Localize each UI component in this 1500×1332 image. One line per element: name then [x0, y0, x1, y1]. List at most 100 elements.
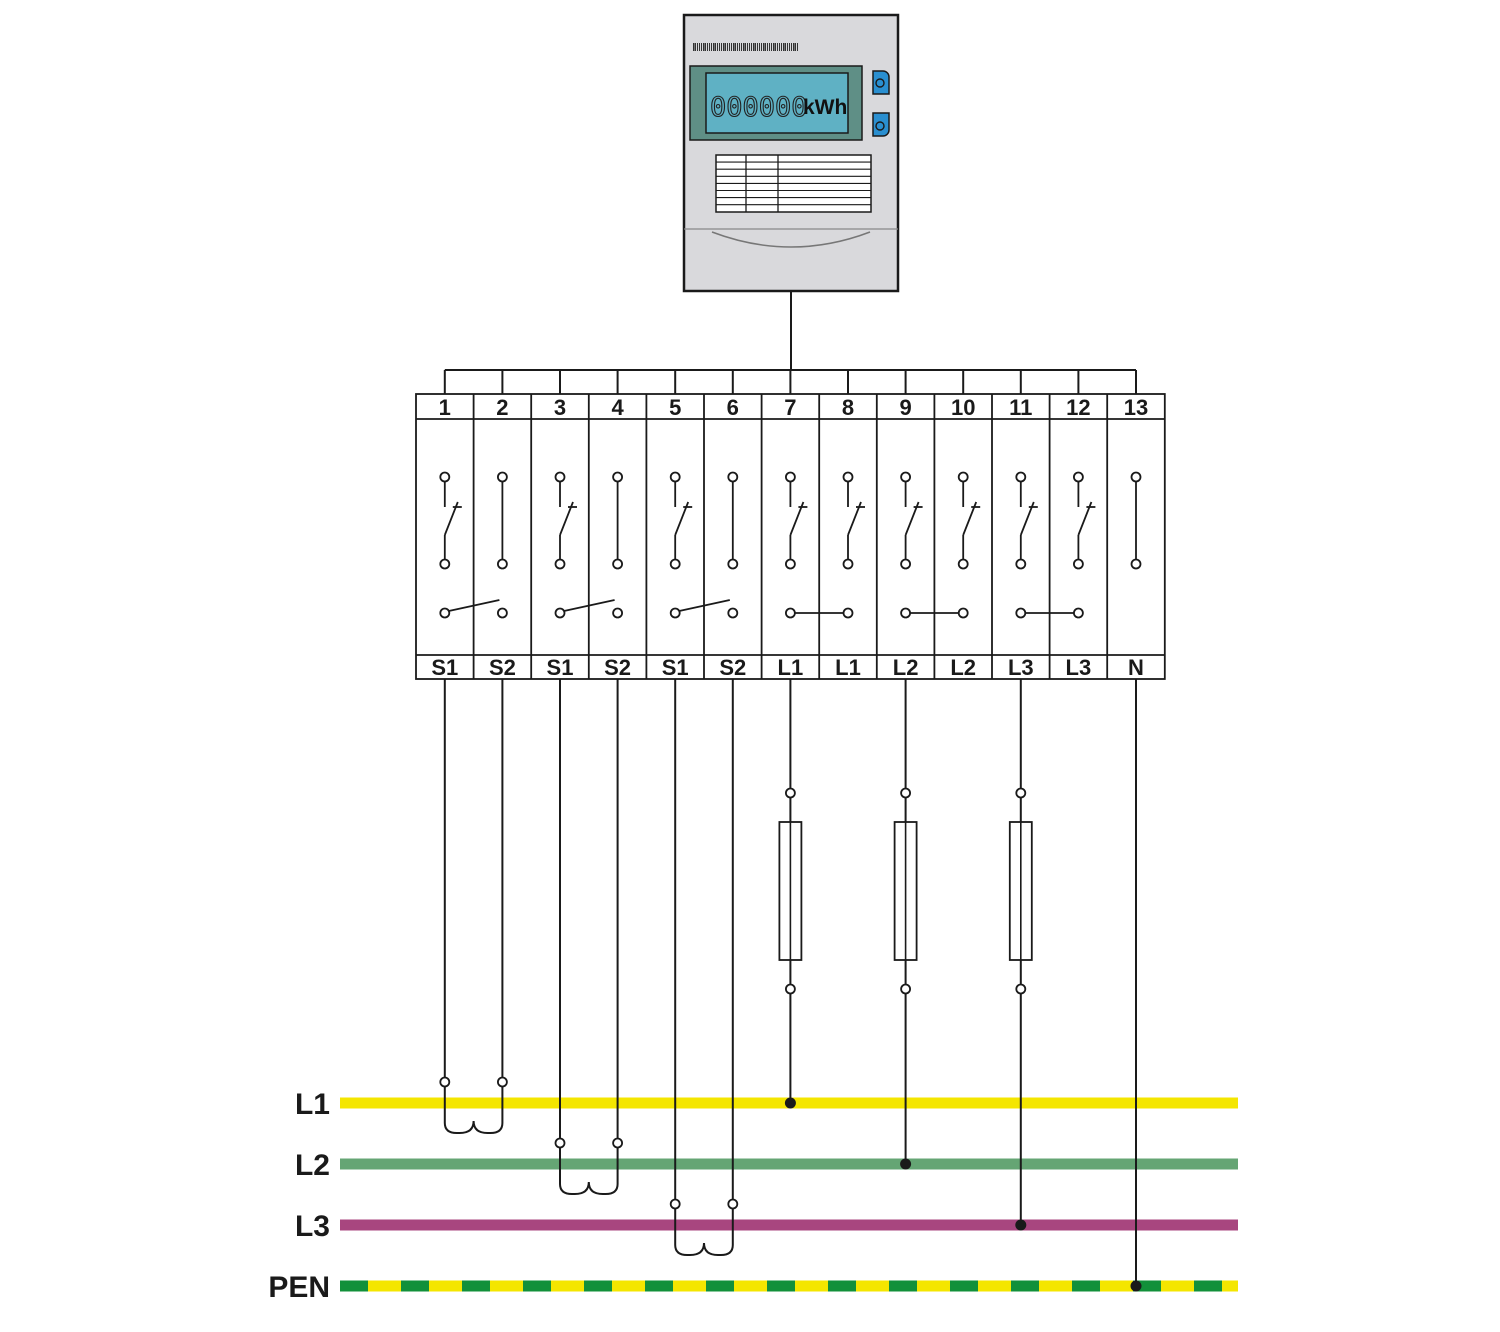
test-contact-left — [439, 607, 451, 619]
barcode-bar — [787, 43, 788, 51]
bus-label: PEN — [268, 1271, 330, 1304]
ct-winding — [674, 1208, 734, 1256]
test-contact-right — [612, 607, 623, 619]
ct-winding — [443, 1086, 504, 1134]
barcode-bar — [731, 43, 732, 51]
barcode-bar — [741, 43, 742, 51]
barcode-bar — [775, 43, 776, 51]
terminal-number: 7 — [784, 395, 796, 420]
contact-top — [439, 471, 451, 483]
contact-top — [1073, 471, 1084, 483]
barcode-bar — [693, 43, 695, 51]
terminal-8: 8L1 — [818, 370, 865, 680]
fuse-terminal-top — [785, 787, 796, 799]
contact-bottom — [900, 558, 911, 570]
contact-bottom — [554, 558, 566, 570]
barcode-bar — [767, 43, 768, 51]
barcode-bar — [719, 43, 720, 51]
barcode-bar — [763, 43, 765, 51]
bus-stripe — [889, 1280, 917, 1292]
barcode-bar — [757, 43, 758, 51]
contact-bottom — [957, 558, 969, 570]
terminal-2: 2S2 — [472, 370, 516, 680]
terminal-number: 8 — [842, 395, 854, 420]
through-connection-symbol — [727, 471, 739, 570]
barcode-bar — [707, 43, 708, 51]
bus-stripe — [584, 1280, 612, 1292]
barcode-bar — [783, 43, 785, 51]
bus-bar — [340, 1158, 1238, 1170]
barcode-bar — [777, 43, 778, 51]
contact-top — [554, 471, 566, 483]
terminal-label: S2 — [489, 655, 516, 680]
terminal-number: 4 — [611, 395, 624, 420]
ct-terminal-s1 — [439, 1076, 451, 1088]
barcode-bar — [781, 43, 782, 51]
terminal-label: L1 — [778, 655, 804, 680]
test-contact-left — [669, 607, 681, 619]
terminal-4: 4S2 — [587, 370, 631, 680]
terminal-label: S1 — [662, 655, 689, 680]
terminal-number: 13 — [1124, 395, 1148, 420]
barcode-bar — [789, 43, 790, 51]
test-contact-right — [957, 607, 969, 619]
contact-top — [842, 471, 854, 483]
bus-stripe — [523, 1280, 551, 1292]
bus-connection-dot — [1015, 1219, 1027, 1231]
contact-top — [496, 471, 508, 483]
bus-stripe — [828, 1280, 856, 1292]
ct-winding — [559, 1147, 619, 1195]
meter-button-up[interactable] — [872, 70, 890, 95]
terminal-label: S2 — [719, 655, 746, 680]
fuse-terminal-top — [1015, 787, 1027, 799]
contact-top — [1130, 471, 1142, 483]
terminal-label: S2 — [604, 655, 631, 680]
bus-label: L3 — [295, 1210, 330, 1243]
barcode-bar — [797, 43, 798, 51]
fused-tap-l1 — [778, 679, 803, 1109]
ct-terminal-s1 — [669, 1198, 681, 1210]
barcode-bar — [733, 43, 735, 51]
terminal-6: 6S2 — [703, 370, 746, 680]
through-connection-symbol — [496, 471, 508, 570]
disconnect-switch-symbol — [785, 471, 808, 570]
bus-connection-dot — [1130, 1280, 1142, 1292]
bus-stripe — [767, 1280, 795, 1292]
terminal-label: L3 — [1008, 655, 1034, 680]
meter-nameplate-table — [715, 154, 872, 213]
barcode-bar — [699, 43, 700, 51]
current-transformer-l1 — [439, 679, 508, 1134]
disconnect-switch-symbol — [439, 471, 462, 570]
contact-top — [612, 471, 623, 483]
terminal-number: 3 — [554, 395, 566, 420]
fuse-terminal-bottom — [900, 983, 911, 995]
terminal-cover-curve — [711, 231, 871, 248]
energy-meter: 000000 kWh — [682, 13, 900, 370]
barcode-bar — [715, 43, 716, 51]
terminal-label: L3 — [1066, 655, 1092, 680]
terminal-label: L2 — [950, 655, 976, 680]
contact-top — [669, 471, 681, 483]
bus-connection-dot — [900, 1158, 912, 1170]
barcode-bar — [749, 43, 750, 51]
bus-stripe — [706, 1280, 734, 1292]
barcode-bar — [723, 43, 725, 51]
bus-stripe — [645, 1280, 673, 1292]
terminal-13: 13N — [1106, 370, 1148, 680]
field-wiring — [439, 679, 1142, 1292]
barcode-bar — [729, 43, 730, 51]
contact-bottom — [669, 558, 681, 570]
current-transformer-l2 — [554, 679, 623, 1195]
ct-terminal-s2 — [727, 1198, 739, 1210]
meter-button-down[interactable] — [872, 112, 890, 137]
fuse-terminal-top — [900, 787, 911, 799]
meter-unit: kWh — [803, 96, 847, 119]
bus-label: L2 — [295, 1149, 330, 1182]
terminal-number: 10 — [951, 395, 975, 420]
barcode-bar — [765, 43, 766, 51]
fuse-terminal-bottom — [785, 983, 796, 995]
terminal-number: 2 — [496, 395, 508, 420]
barcode-bar — [785, 43, 786, 51]
barcode-bar — [751, 43, 752, 51]
